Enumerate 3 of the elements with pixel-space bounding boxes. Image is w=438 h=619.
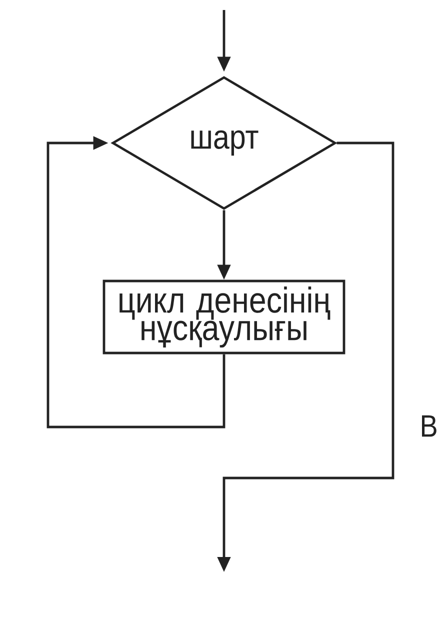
arrow [46, 136, 226, 428]
label: В [422, 415, 436, 437]
process-box: цикл денесінің нұсқаулығы [102, 280, 346, 354]
